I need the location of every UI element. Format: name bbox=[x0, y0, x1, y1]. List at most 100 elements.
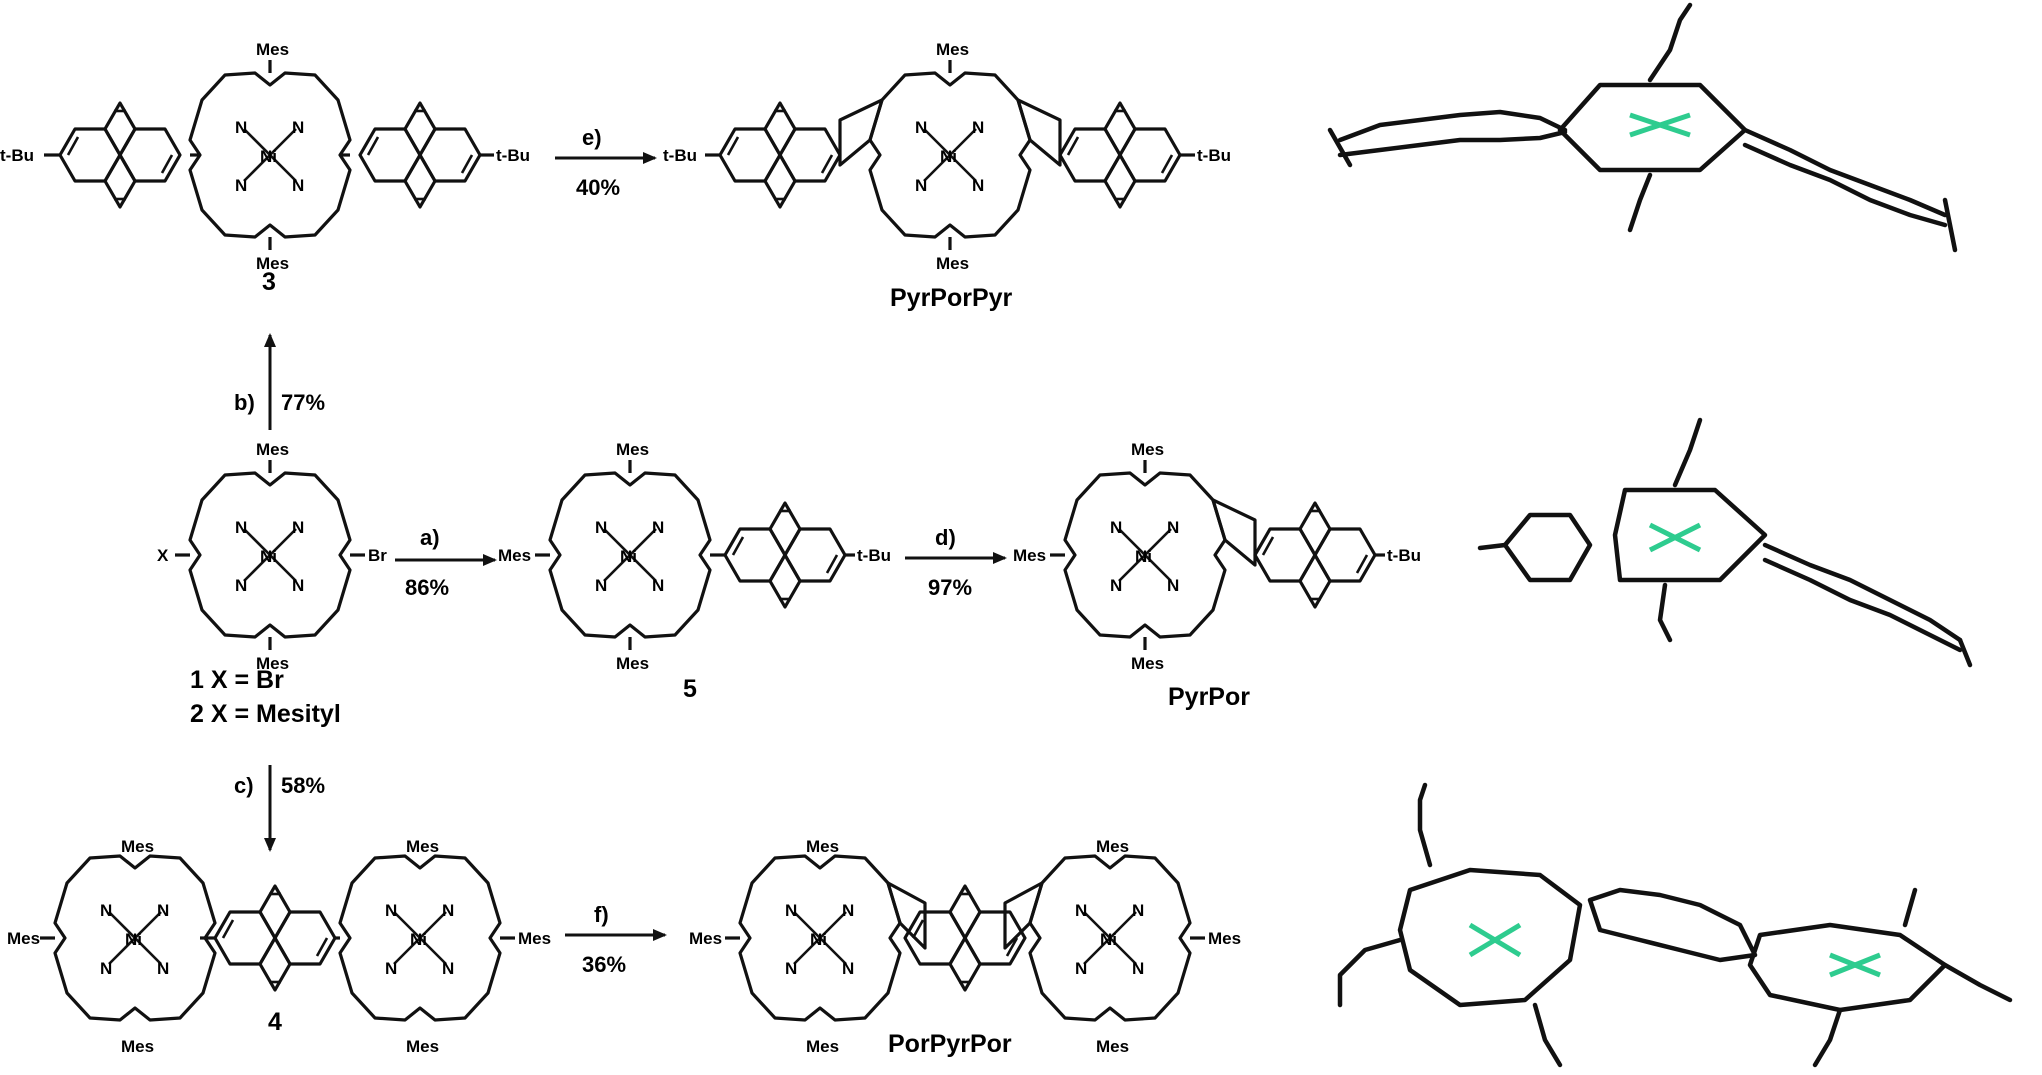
n-atom: N bbox=[652, 576, 664, 595]
n-atom: N bbox=[652, 518, 664, 537]
ni-atom: Ni bbox=[410, 930, 427, 949]
compound-4-label: 4 bbox=[268, 1008, 282, 1036]
ni-atom: Ni bbox=[940, 147, 957, 166]
n-atom: N bbox=[972, 176, 984, 195]
n-atom: N bbox=[235, 518, 247, 537]
mes-bottom: Mes bbox=[1096, 1037, 1129, 1056]
reaction-e-label: e) bbox=[582, 125, 602, 150]
n-atom: N bbox=[235, 176, 247, 195]
mes-bottom: Mes bbox=[406, 1037, 439, 1056]
xray-porpyrpor bbox=[1337, 782, 2013, 1068]
n-atom: N bbox=[100, 901, 112, 920]
mes-bottom: Mes bbox=[256, 654, 289, 673]
mes-right: Mes bbox=[1208, 929, 1241, 948]
n-atom: N bbox=[595, 576, 607, 595]
porphyrin-core-red bbox=[738, 854, 902, 1022]
arrow-f: f) 36% bbox=[565, 902, 667, 977]
mes-left: Mes bbox=[7, 929, 40, 948]
ni-atom: Ni bbox=[260, 547, 277, 566]
mes-right: Mes bbox=[518, 929, 551, 948]
arrow-e: e) 40% bbox=[555, 125, 657, 200]
mes-bottom: Mes bbox=[616, 654, 649, 673]
compound-pyrpor: N N N N Ni Mes Mes Mes t-Bu PyrPor bbox=[1013, 440, 1421, 711]
reaction-f-label: f) bbox=[594, 902, 609, 927]
n-atom: N bbox=[1110, 576, 1122, 595]
compound-3: N N N N Ni Mes Mes t-Bu t-Bu 3 bbox=[0, 40, 530, 296]
mes-top: Mes bbox=[256, 40, 289, 59]
mes-top: Mes bbox=[121, 837, 154, 856]
mes-bottom: Mes bbox=[1131, 654, 1164, 673]
compound-4: N N N N Ni Mes Mes Mes N N N N Ni Mes Me… bbox=[7, 837, 551, 1056]
compound-3-label: 3 bbox=[262, 268, 276, 296]
compound-pyrpor-label: PyrPor bbox=[1168, 683, 1250, 711]
n-atom: N bbox=[915, 176, 927, 195]
arrow-a: a) 86% bbox=[395, 525, 497, 600]
reaction-d-label: d) bbox=[935, 525, 956, 550]
n-atom: N bbox=[1132, 901, 1144, 920]
n-atom: N bbox=[442, 901, 454, 920]
mes-bottom: Mes bbox=[936, 254, 969, 273]
tbu-left: t-Bu bbox=[0, 146, 34, 165]
ni-atom: Ni bbox=[1100, 930, 1117, 949]
reaction-f-yield: 36% bbox=[582, 952, 626, 977]
mes-left: Mes bbox=[1013, 546, 1046, 565]
mes-left: Mes bbox=[689, 929, 722, 948]
n-atom: N bbox=[1132, 959, 1144, 978]
mes-bottom: Mes bbox=[256, 254, 289, 273]
n-atom: N bbox=[385, 901, 397, 920]
mes-left: Mes bbox=[498, 546, 531, 565]
compound-5: N N N N Ni Mes Mes Mes t-Bu 5 bbox=[498, 440, 891, 703]
arrow-c: c) 58% bbox=[234, 765, 325, 852]
mes-top: Mes bbox=[806, 837, 839, 856]
compound-pyrporpyr-label: PyrPorPyr bbox=[890, 284, 1013, 312]
tbu-right: t-Bu bbox=[496, 146, 530, 165]
mes-top: Mes bbox=[616, 440, 649, 459]
br-substituent: Br bbox=[368, 546, 387, 565]
reaction-a-yield: 86% bbox=[405, 575, 449, 600]
n-atom: N bbox=[385, 959, 397, 978]
x-substituent: X bbox=[157, 546, 169, 565]
compound-porpyrpor: N N N N Ni Mes Mes Mes N N N N Ni Mes Me… bbox=[689, 837, 1241, 1058]
n-atom: N bbox=[292, 518, 304, 537]
n-atom: N bbox=[1167, 576, 1179, 595]
ni-atom: Ni bbox=[1135, 547, 1152, 566]
reaction-b-label: b) bbox=[234, 390, 255, 415]
mes-top: Mes bbox=[936, 40, 969, 59]
mes-bottom: Mes bbox=[121, 1037, 154, 1056]
compound-2-label: 2 X = Mesityl bbox=[190, 700, 341, 728]
xray-pyrpor bbox=[1477, 417, 1973, 668]
n-atom: N bbox=[1110, 518, 1122, 537]
reaction-d-yield: 97% bbox=[928, 575, 972, 600]
n-atom: N bbox=[157, 901, 169, 920]
compound-porpyrpor-label: PorPyrPor bbox=[888, 1030, 1012, 1058]
n-atom: N bbox=[785, 959, 797, 978]
n-atom: N bbox=[1167, 518, 1179, 537]
arrow-b: b) 77% bbox=[234, 333, 325, 430]
n-atom: N bbox=[1075, 959, 1087, 978]
n-atom: N bbox=[235, 576, 247, 595]
ni-atom: Ni bbox=[260, 147, 277, 166]
reaction-c-yield: 58% bbox=[281, 773, 325, 798]
reaction-b-yield: 77% bbox=[281, 390, 325, 415]
n-atom: N bbox=[842, 959, 854, 978]
compound-pyrporpyr: N N N N Ni Mes Mes t-Bu t-Bu PyrPorPyr bbox=[663, 40, 1231, 312]
tbu-right: t-Bu bbox=[1387, 546, 1421, 565]
n-atom: N bbox=[1075, 901, 1087, 920]
n-atom: N bbox=[915, 118, 927, 137]
n-atom: N bbox=[100, 959, 112, 978]
n-atom: N bbox=[292, 176, 304, 195]
mes-top: Mes bbox=[256, 440, 289, 459]
n-atom: N bbox=[235, 118, 247, 137]
reaction-a-label: a) bbox=[420, 525, 440, 550]
n-atom: N bbox=[442, 959, 454, 978]
n-atom: N bbox=[842, 901, 854, 920]
n-atom: N bbox=[157, 959, 169, 978]
porphyrin-core-green bbox=[1063, 471, 1227, 639]
n-atom: N bbox=[292, 576, 304, 595]
mes-top: Mes bbox=[406, 837, 439, 856]
compound-1-label: 1 X = Br bbox=[190, 666, 284, 694]
n-atom: N bbox=[292, 118, 304, 137]
xray-pyrporpyr bbox=[1327, 2, 1958, 253]
